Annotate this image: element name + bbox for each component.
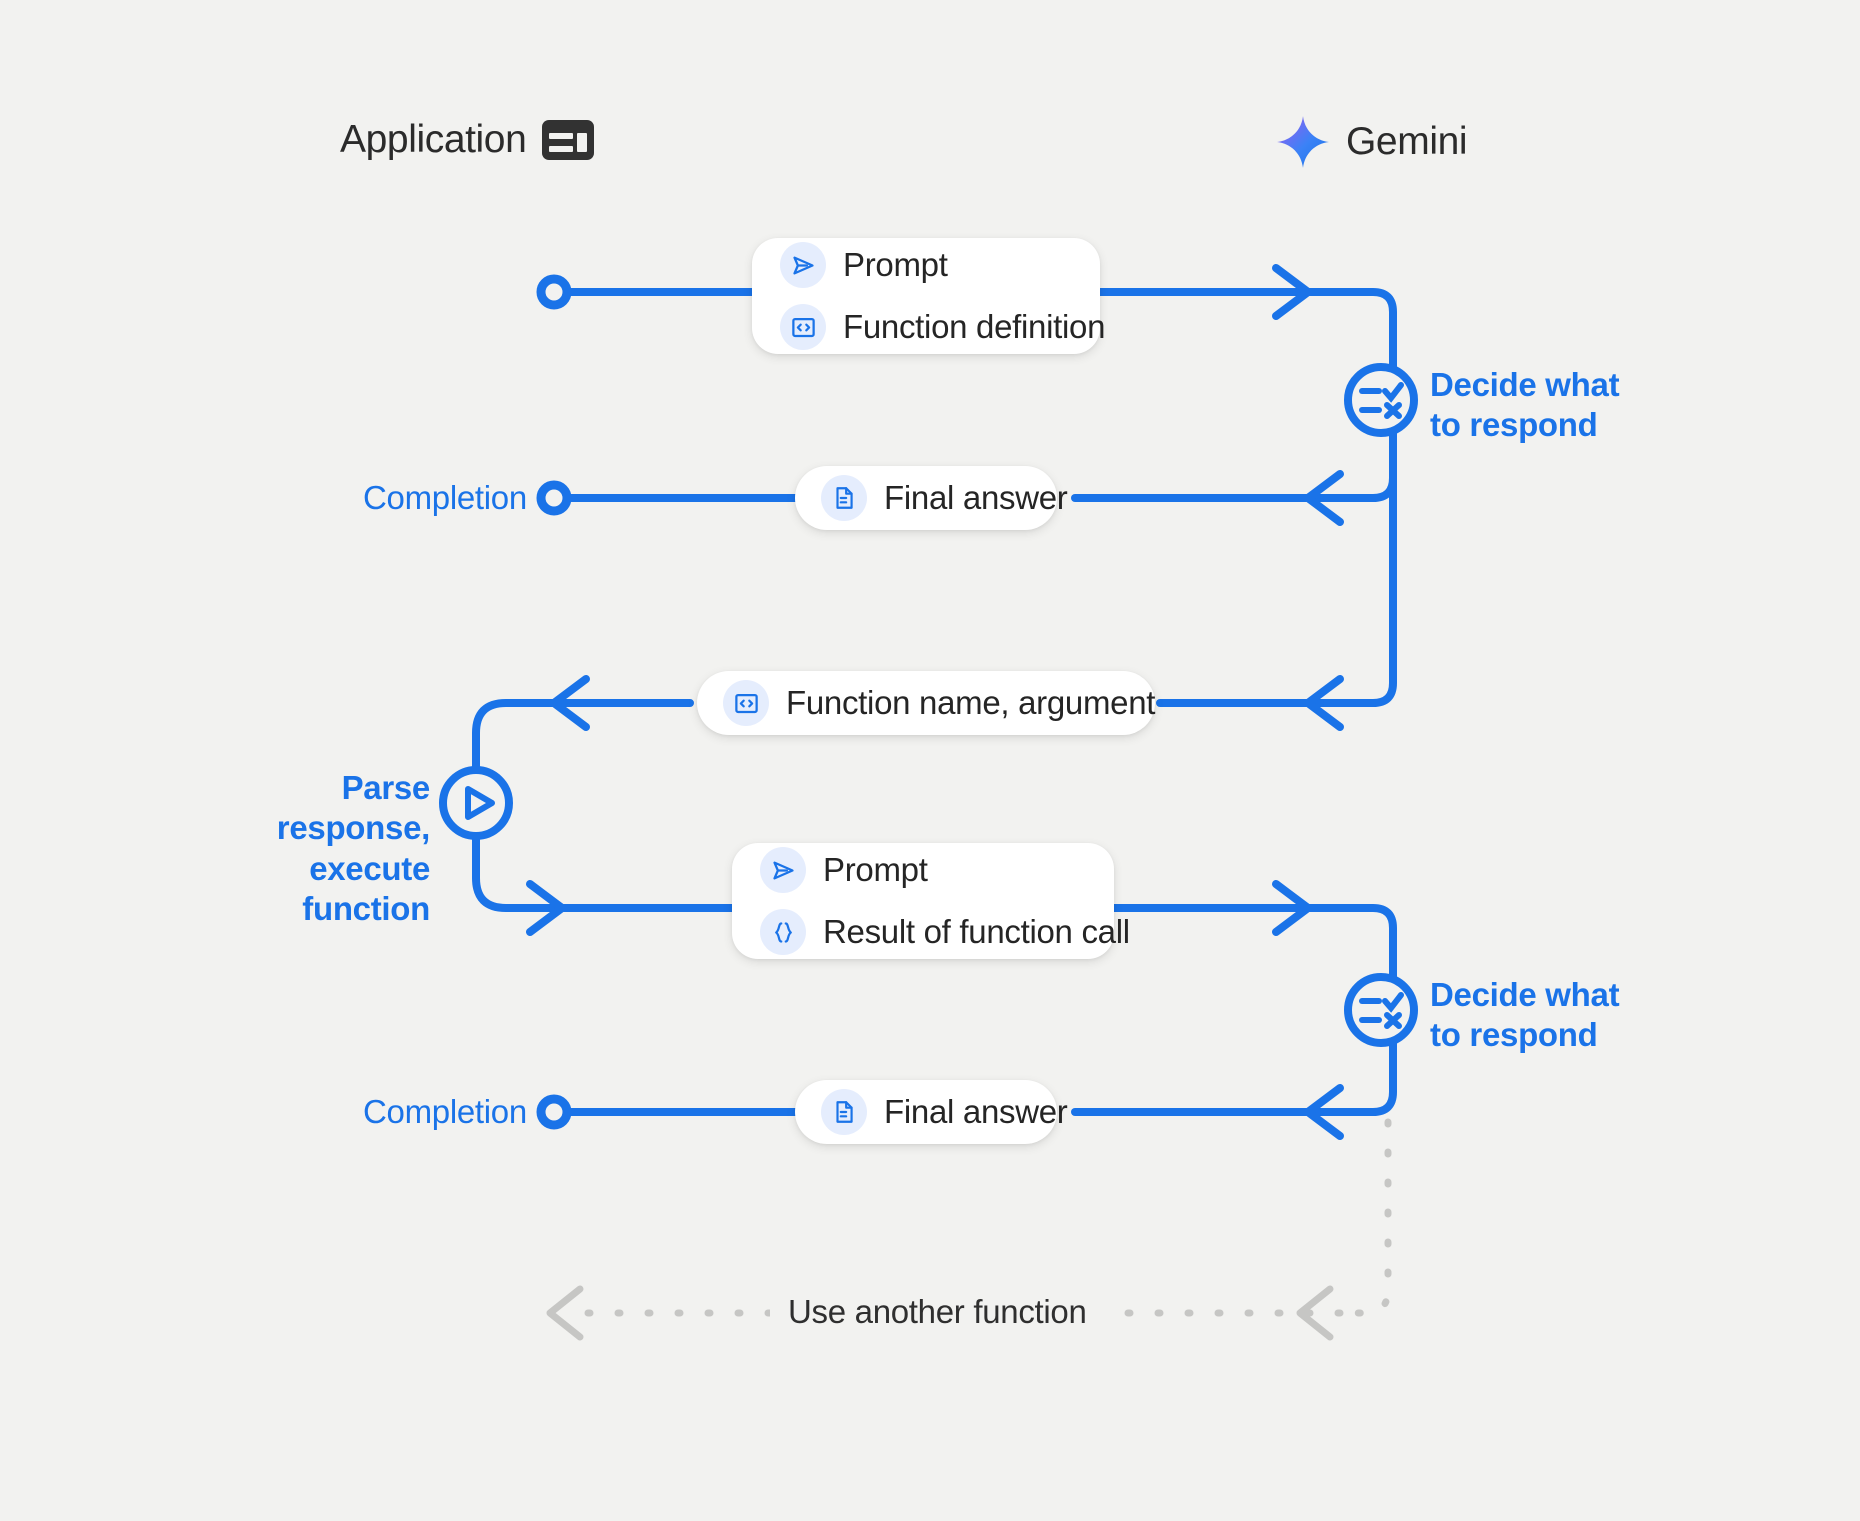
bubble-row: Result of function call	[760, 909, 1130, 955]
completion-label-2: Completion	[363, 1093, 527, 1130]
application-layout-icon	[542, 120, 595, 160]
arrowhead-gemini-in-1	[1272, 264, 1312, 320]
wire-decide1-outputs	[1316, 428, 1397, 502]
bubble-row-label: Prompt	[843, 246, 948, 283]
bubble-row-label: Prompt	[823, 851, 928, 888]
bubble-row: Function definition	[780, 304, 1105, 350]
bubble-row: Prompt	[780, 242, 1072, 288]
completion-label-1: Completion	[363, 479, 527, 516]
message-bubble-prompt-result-of-function-call[interactable]: Prompt Result of function call	[732, 843, 1130, 959]
arrowhead-gemini-out-1	[1304, 470, 1344, 526]
curly-braces-icon	[760, 909, 806, 955]
column-header-gemini: Gemini	[1276, 115, 1468, 169]
message-bubble-prompt-function-definition[interactable]: Prompt Function definition	[752, 238, 1105, 354]
node-decide-2	[1344, 973, 1418, 1047]
column-label-gemini: Gemini	[1346, 120, 1468, 163]
node-parse-execute	[439, 766, 513, 840]
arrowhead-app-in-1	[550, 675, 590, 731]
arrowhead-gemini-out-2	[1304, 675, 1344, 731]
message-bubble-final-answer-2[interactable]: Final answer	[795, 1080, 1068, 1144]
bubble-row: Final answer	[821, 475, 1068, 521]
bubble-row: Prompt	[760, 847, 1086, 893]
wire-decide2-output	[1316, 1038, 1397, 1116]
send-prompt-icon	[780, 242, 826, 288]
message-bubble-final-answer-1[interactable]: Final answer	[795, 466, 1068, 530]
arrowhead-app-out-1	[1272, 880, 1312, 936]
endpoint-completion-dot-2	[536, 1094, 572, 1130]
wire-loop-dashed-vertical	[1336, 1118, 1392, 1317]
send-prompt-icon	[760, 847, 806, 893]
code-brackets-icon	[780, 304, 826, 350]
bubble-row-label: Function definition	[843, 308, 1106, 345]
arrowhead-gemini-out-3	[1304, 1084, 1344, 1140]
arrowhead-loop-gemini	[1296, 1285, 1334, 1341]
bubble-row: Final answer	[821, 1089, 1068, 1135]
bubble-row-label: Function name, argument	[786, 684, 1156, 721]
wire-prompt-to-gemini	[556, 288, 1397, 382]
node-label-decide-1: Decide what to respond	[1430, 366, 1620, 444]
arrowhead-loop-app	[546, 1285, 584, 1341]
loop-label-use-another-function: Use another function	[770, 1293, 1105, 1331]
column-label-application: Application	[340, 118, 527, 161]
wire-decide1-to-funccall	[1316, 428, 1397, 707]
bubble-row-label: Final answer	[884, 479, 1068, 516]
message-bubble-function-name-argument[interactable]: Function name, argument	[697, 671, 1155, 735]
column-header-application: Application	[340, 118, 595, 162]
arrowhead-app-cross-out	[526, 880, 566, 936]
document-icon	[821, 1089, 867, 1135]
bubble-row-label: Final answer	[884, 1093, 1068, 1130]
node-label-parse-execute: Parse response, execute function	[276, 769, 431, 927]
bubble-row-label: Result of function call	[823, 913, 1130, 950]
wire-funcname-left-to-parse	[472, 699, 694, 780]
endpoint-completion-dot-1	[536, 480, 572, 516]
endpoint-start-dot	[536, 274, 572, 310]
code-brackets-icon	[723, 680, 769, 726]
document-icon	[821, 475, 867, 521]
node-label-decide-2: Decide what to respond	[1430, 976, 1620, 1054]
gemini-sparkle-icon	[1277, 116, 1329, 168]
bubble-row: Function name, argument	[723, 680, 1155, 726]
node-decide-1	[1344, 363, 1418, 437]
